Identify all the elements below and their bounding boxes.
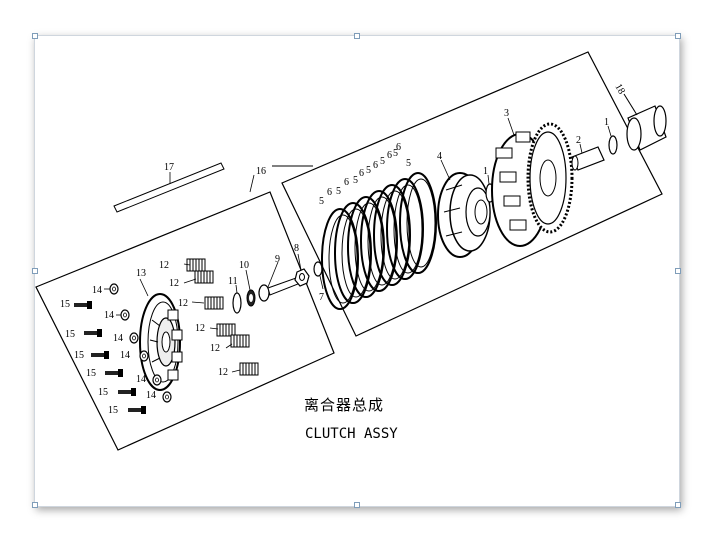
callout-15-a: 15 [60, 299, 70, 310]
bolt-15-b [84, 329, 102, 337]
spring-12-b [194, 270, 214, 284]
left-assembly-frame [35, 191, 335, 451]
nut-8 [294, 268, 310, 287]
callout-6-b: 6 [344, 177, 349, 188]
callout-16: 16 [256, 166, 266, 177]
resize-handle-left[interactable] [32, 268, 38, 274]
callout-12-d: 12 [195, 323, 205, 334]
washer-7 [313, 261, 323, 277]
callout-11: 11 [228, 276, 238, 287]
bearing-11 [232, 292, 242, 314]
callout-14-b: 14 [104, 310, 114, 321]
needle-bearing-18 [623, 93, 667, 151]
diagram-title-chinese: 离合器总成 [304, 396, 385, 414]
bolt-15-e [118, 388, 136, 396]
thrust-washer-1-b [608, 135, 618, 155]
resize-handle-top-right[interactable] [675, 33, 681, 39]
callout-12-f: 12 [218, 367, 228, 378]
callout-2: 2 [576, 135, 581, 146]
bolt-15-f [128, 406, 146, 414]
washer-14-f [162, 391, 172, 403]
resize-handle-top-left[interactable] [32, 33, 38, 39]
spring-12-c [204, 296, 224, 310]
callout-labels: 1 1 2 3 4 5 5 5 5 5 5 5 6 6 6 6 6 6 7 8 … [60, 82, 627, 416]
bolt-15-c [91, 351, 109, 359]
clutch-plate-stack [321, 172, 437, 310]
pressure-plate-13 [139, 293, 183, 391]
callout-5-e: 5 [380, 156, 385, 167]
callout-15-e: 15 [98, 387, 108, 398]
callout-14-a: 14 [92, 285, 102, 296]
callout-15-b: 15 [65, 329, 75, 340]
callout-12-a: 12 [159, 260, 169, 271]
washer-14-d [139, 350, 149, 362]
clutch-outer-basket-3 [491, 122, 574, 247]
callout-8: 8 [294, 243, 299, 254]
callout-5-g: 5 [406, 158, 411, 169]
callout-6-d: 6 [373, 160, 378, 171]
callout-5-f: 5 [393, 148, 398, 159]
callout-5-b: 5 [336, 186, 341, 197]
spring-12-d [216, 323, 236, 337]
callout-5-d: 5 [366, 165, 371, 176]
callout-17: 17 [164, 162, 174, 173]
callout-13: 13 [136, 268, 146, 279]
callout-5-a: 5 [319, 196, 324, 207]
bushing-2 [571, 146, 605, 171]
callout-6-c: 6 [359, 168, 364, 179]
callout-6-a: 6 [327, 187, 332, 198]
pushrod-17 [113, 162, 225, 213]
resize-handle-bottom-right[interactable] [675, 502, 681, 508]
callout-14-f: 14 [146, 390, 156, 401]
callout-5-c: 5 [353, 175, 358, 186]
callout-4: 4 [437, 151, 442, 162]
callout-12-b: 12 [169, 278, 179, 289]
callout-6-f: 6 [396, 142, 401, 153]
callout-leaders [104, 117, 612, 373]
callout-14-c: 14 [113, 333, 123, 344]
callout-3: 3 [504, 108, 509, 119]
spring-12-f [239, 362, 259, 376]
callout-1-b: 1 [604, 117, 609, 128]
bolt-15-a [74, 301, 92, 309]
clutch-center-hub-4 [437, 172, 491, 258]
callout-12-c: 12 [178, 298, 188, 309]
callout-15-d: 15 [86, 368, 96, 379]
diagram-title-english: CLUTCH ASSY [305, 426, 398, 442]
resize-handle-top[interactable] [354, 33, 360, 39]
callout-14-d: 14 [120, 350, 130, 361]
callout-18: 18 [612, 82, 627, 96]
resize-handle-bottom[interactable] [354, 502, 360, 508]
spring-12-e [230, 334, 250, 348]
washer-14-b [120, 309, 130, 321]
resize-handle-right[interactable] [675, 268, 681, 274]
washer-14-e [152, 374, 162, 386]
callout-6-e: 6 [387, 150, 392, 161]
lifter-rod-9 [258, 277, 299, 302]
callout-9: 9 [275, 254, 280, 265]
callout-1-a: 1 [483, 166, 488, 177]
callout-15-f: 15 [108, 405, 118, 416]
bolt-15-d [105, 369, 123, 377]
callout-14-e: 14 [136, 374, 146, 385]
circlip-10 [246, 289, 256, 307]
callout-7: 7 [319, 292, 324, 303]
callout-12-e: 12 [210, 343, 220, 354]
callout-15-c: 15 [74, 350, 84, 361]
resize-handle-bottom-left[interactable] [32, 502, 38, 508]
callout-10: 10 [239, 260, 249, 271]
washer-14-c [129, 332, 139, 344]
washer-14-a [109, 283, 119, 295]
